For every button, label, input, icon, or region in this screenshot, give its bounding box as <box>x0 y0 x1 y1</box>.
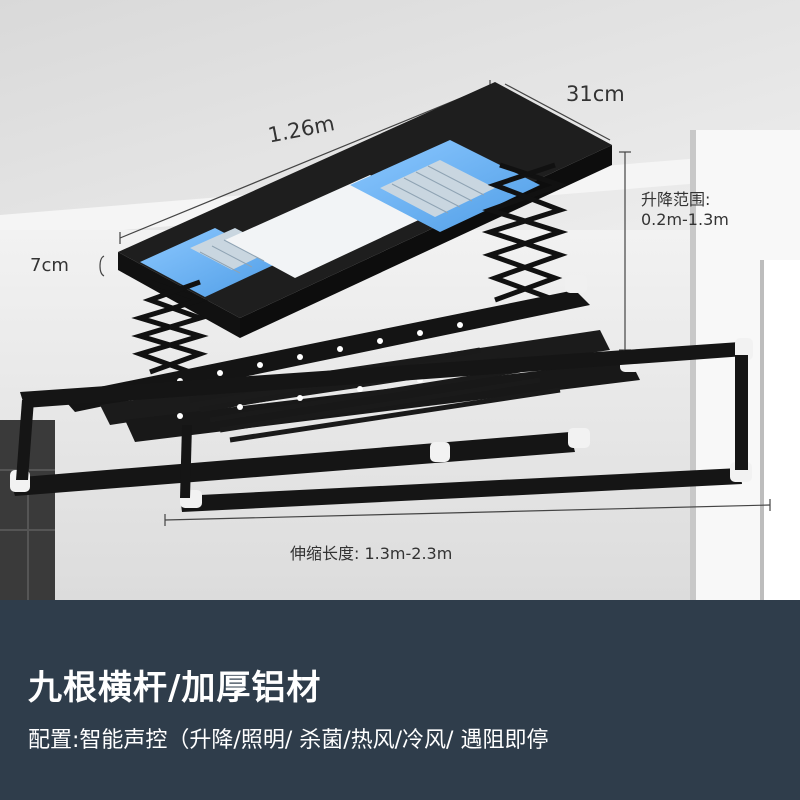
info-panel <box>0 600 800 800</box>
scissor-arms <box>131 162 569 375</box>
vent-right <box>380 160 495 217</box>
lift-range-value: 0.2m-1.3m <box>641 210 729 229</box>
feature-config-text: 配置:智能声控（升降/照明/ 杀菌/热风/冷风/ 遇阻即停 <box>28 728 549 753</box>
product-headline: 九根横杆/加厚铝材 <box>28 668 322 708</box>
lift-range-title: 升降范围: <box>641 190 711 209</box>
extension-bars <box>10 338 753 512</box>
product-photo: 1.26m 31cm 7cm 升降范围: 0.2m-1.3m 伸缩长度: 1.3… <box>0 0 800 600</box>
thickness-label: 7cm <box>30 255 69 276</box>
drying-rack-illustration <box>0 0 800 600</box>
window-frame <box>690 130 696 600</box>
depth-label: 31cm <box>566 82 625 106</box>
extension-length-label: 伸缩长度: 1.3m-2.3m <box>290 544 453 563</box>
